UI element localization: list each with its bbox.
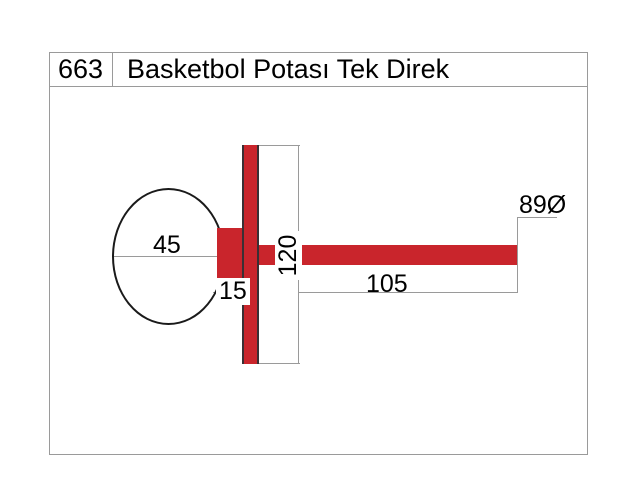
vertical-post xyxy=(242,145,259,364)
horizontal-arm xyxy=(256,245,517,265)
part-title: Basketbol Potası Tek Direk xyxy=(127,53,450,84)
dim-label-bracket-depth: 15 xyxy=(216,278,250,305)
dim-line-arm-length xyxy=(298,292,518,293)
dim-label-post-height: 120 xyxy=(274,231,302,280)
dim-label-base-diameter: 45 xyxy=(153,231,181,259)
dim-label-arm-length: 105 xyxy=(366,270,408,298)
dim-label-tube-diameter: 89Ø xyxy=(519,191,567,219)
dim-ext-line-arm-right xyxy=(517,217,518,293)
base-bracket-block xyxy=(217,228,245,285)
part-code: 663 xyxy=(49,52,113,86)
leader-line-tube-diameter xyxy=(517,217,557,218)
dim-ext-line-post-top xyxy=(258,145,300,146)
dim-ext-line-post-bottom xyxy=(258,363,300,364)
title-block: 663 Basketbol Potası Tek Direk xyxy=(49,52,588,87)
